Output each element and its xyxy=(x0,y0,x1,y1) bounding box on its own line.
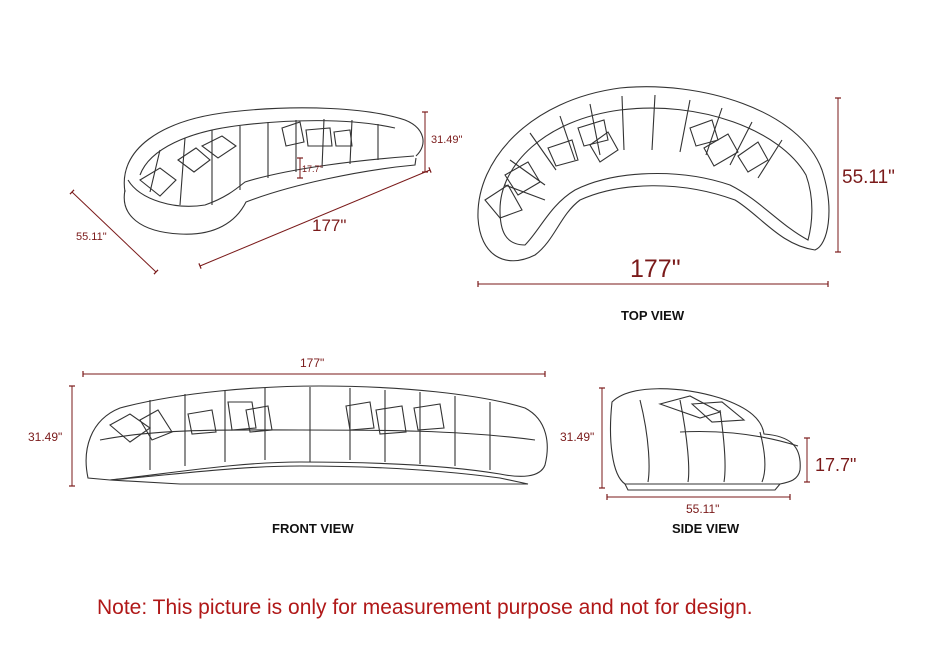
perspective-dimensions xyxy=(69,111,432,275)
top-view-dimensions xyxy=(477,97,841,287)
top-depth-label: 55.11" xyxy=(842,167,895,188)
top-view xyxy=(477,86,830,262)
measurement-note: Note: This picture is only for measureme… xyxy=(97,596,753,619)
perspective-depth-label: 55.11" xyxy=(76,231,107,243)
side-view xyxy=(610,388,801,491)
perspective-seat-height-label: 17.7" xyxy=(302,164,323,174)
front-length-label: 177" xyxy=(300,356,324,370)
front-view-dimensions xyxy=(69,371,546,487)
side-seat-height-label: 17.7" xyxy=(815,455,856,475)
top-length-label: 177" xyxy=(630,255,681,283)
side-view-dimensions xyxy=(599,387,810,500)
front-height-label: 31.49" xyxy=(28,430,62,444)
perspective-length-label: 177" xyxy=(312,216,346,235)
perspective-view xyxy=(123,107,424,235)
perspective-height-label: 31.49" xyxy=(431,134,463,146)
side-height-label: 31.49" xyxy=(560,430,594,444)
side-view-caption: SIDE VIEW xyxy=(672,521,740,536)
front-view-caption: FRONT VIEW xyxy=(272,521,354,536)
side-depth-label: 55.11" xyxy=(686,502,719,516)
top-view-caption: TOP VIEW xyxy=(621,308,685,323)
front-view xyxy=(85,385,548,485)
